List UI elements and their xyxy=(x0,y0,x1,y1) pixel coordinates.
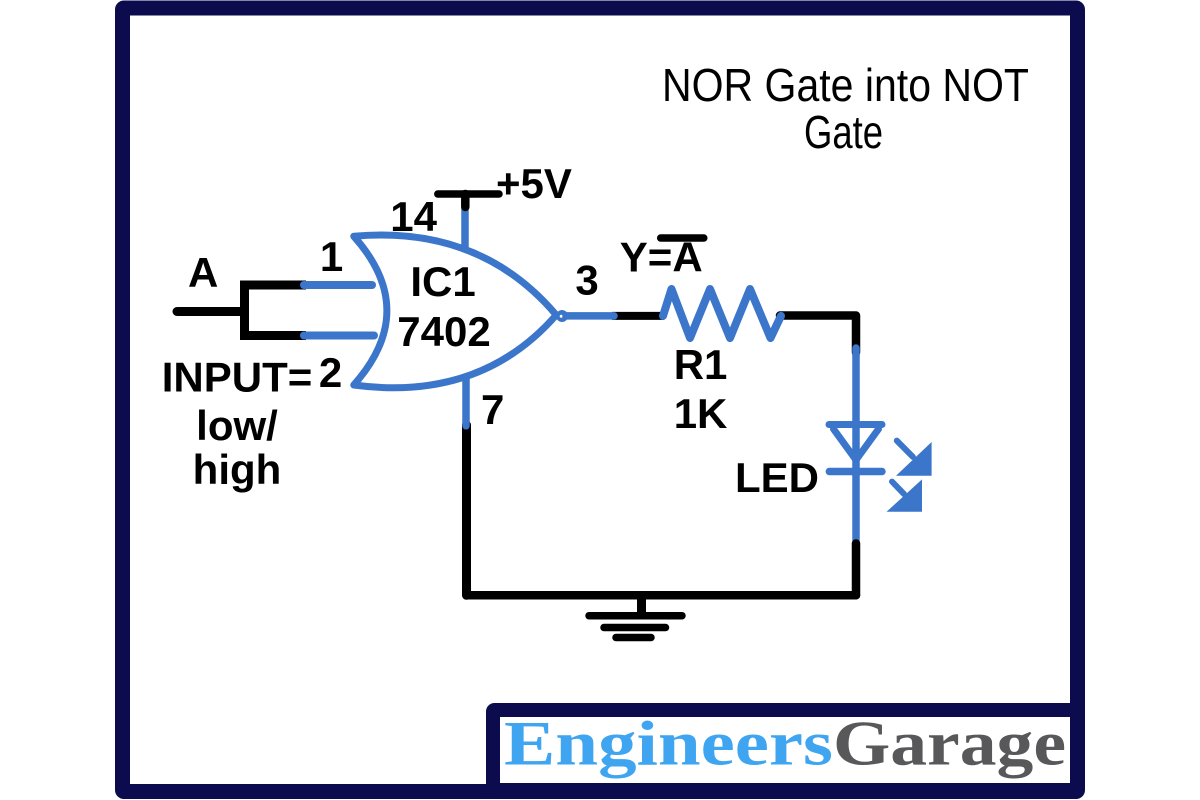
svg-text:high: high xyxy=(193,446,282,493)
svg-text:INPUT=: INPUT= xyxy=(162,353,313,400)
svg-text:+5V: +5V xyxy=(496,160,572,207)
svg-text:1: 1 xyxy=(320,233,343,280)
svg-text:low/: low/ xyxy=(196,402,278,449)
svg-text:1K: 1K xyxy=(674,390,728,437)
svg-text:Garage: Garage xyxy=(833,708,1066,778)
svg-text:Gate: Gate xyxy=(804,106,883,158)
svg-text:Engineers: Engineers xyxy=(504,708,833,778)
svg-text:Y=A: Y=A xyxy=(620,233,703,280)
svg-text:IC1: IC1 xyxy=(410,258,475,305)
svg-text:2: 2 xyxy=(319,349,342,396)
svg-text:3: 3 xyxy=(575,257,598,304)
svg-text:LED: LED xyxy=(735,454,819,501)
svg-text:14: 14 xyxy=(390,193,437,240)
svg-text:7402: 7402 xyxy=(397,308,490,355)
svg-text:A: A xyxy=(188,249,218,296)
svg-text:NOR Gate into NOT: NOR Gate into NOT xyxy=(662,59,1029,111)
svg-text:7: 7 xyxy=(481,386,504,433)
svg-text:R1: R1 xyxy=(674,341,728,388)
